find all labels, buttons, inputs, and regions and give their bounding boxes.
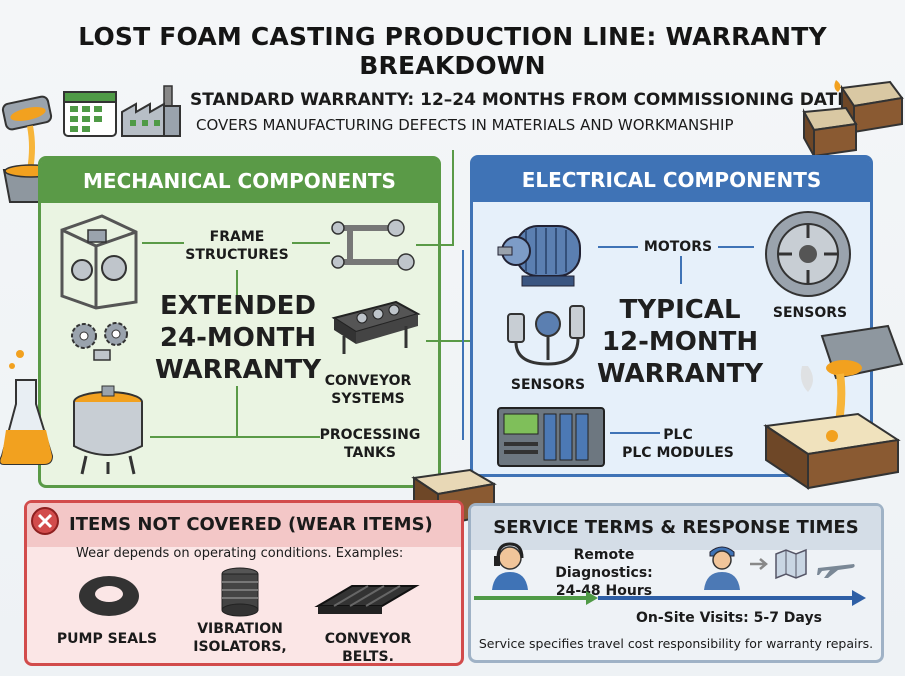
frame-structure-icon <box>52 210 142 310</box>
connector-line <box>610 432 660 434</box>
page-title: LOST FOAM CASTING PRODUCTION LINE: WARRA… <box>78 22 827 80</box>
service-terms-panel: SERVICE TERMS & RESPONSE TIMES <box>468 503 884 663</box>
calendar-icon <box>62 86 120 138</box>
plc-module-icon <box>496 404 606 470</box>
service-header: SERVICE TERMS & RESPONSE TIMES <box>471 506 881 550</box>
airplane-icon <box>816 556 856 578</box>
connector-line <box>236 386 238 436</box>
mechanical-header: MECHANICAL COMPONENTS <box>41 159 438 203</box>
conveyor-belt-icon <box>312 576 422 620</box>
not-covered-header: ITEMS NOT COVERED (WEAR ITEMS) <box>27 503 461 547</box>
x-circle-icon <box>30 506 60 536</box>
connector-line <box>452 150 454 246</box>
conveyor-icon <box>326 296 422 358</box>
conveyor-belts-label: CONVEYOR BELTS. <box>324 631 412 665</box>
electrical-header: ELECTRICAL COMPONENTS <box>473 158 870 202</box>
connector-line <box>462 250 464 440</box>
foam-block-icon <box>790 78 905 158</box>
sensors-left-label: SENSORS <box>510 377 586 393</box>
connector-line <box>236 270 238 296</box>
map-icon <box>774 548 808 580</box>
remote-timeline-bar <box>474 596 590 600</box>
connector-line <box>142 242 184 244</box>
arrow-right-icon <box>748 556 770 572</box>
crucible-pour-icon <box>762 322 905 492</box>
not-covered-subtitle: Wear depends on operating conditions. Ex… <box>76 546 404 561</box>
connector-line <box>680 256 682 284</box>
gears-icon <box>66 316 136 366</box>
sensor-probe-icon <box>500 300 596 372</box>
remote-diagnostics-label: Remote Diagnostics:24-48 Hours <box>555 547 653 599</box>
flask-icon <box>0 346 54 466</box>
onsite-visits-label: On-Site Visits: 5-7 Days <box>636 610 822 626</box>
piping-icon <box>330 208 416 278</box>
motors-label: MOTORS <box>643 239 713 255</box>
sensors-right-label: SENSORS <box>772 305 848 321</box>
support-agent-icon <box>488 542 532 590</box>
vibration-isolator-icon <box>214 566 266 622</box>
service-note: Service specifies travel cost responsibi… <box>478 636 874 651</box>
connector-line <box>426 340 486 342</box>
pump-seal-icon <box>74 572 144 622</box>
onsite-timeline-bar <box>598 596 854 600</box>
pump-seals-label: PUMP SEALS <box>56 631 158 647</box>
factory-icon <box>118 82 184 138</box>
technician-icon <box>700 542 744 590</box>
onsite-timeline-arrowhead <box>852 590 866 606</box>
connector-line <box>416 244 452 246</box>
standard-warranty-line: STANDARD WARRANTY: 12–24 MONTHS FROM COM… <box>190 90 849 110</box>
connector-line <box>718 246 754 248</box>
motor-icon <box>496 216 596 292</box>
remote-timeline-arrowhead <box>586 591 598 605</box>
standard-warranty-subline: COVERS MANUFACTURING DEFECTS IN MATERIAL… <box>196 116 734 134</box>
connector-line <box>292 242 330 244</box>
connector-line <box>150 436 320 438</box>
sensor-disc-icon <box>760 208 856 300</box>
processing-tank-icon <box>66 384 150 476</box>
connector-line <box>598 246 638 248</box>
